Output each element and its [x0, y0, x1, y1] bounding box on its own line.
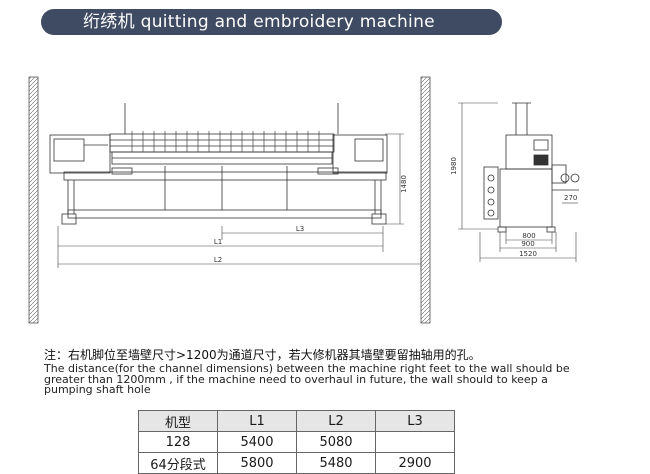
table-row: 128 5400 5080 — [138, 431, 455, 453]
side-view-machine — [483, 102, 580, 233]
table-cell: 2900 — [375, 452, 455, 474]
page-title: 绗绣机 quitting and embroidery machine — [41, 9, 502, 35]
dim-270-label: 270 — [564, 194, 577, 202]
table-cell: 128 — [138, 431, 218, 453]
table-header-row: 机型 L1 L2 L3 — [138, 410, 455, 432]
table-header-cell: L3 — [375, 410, 455, 432]
table-cell — [375, 431, 455, 453]
table-header-cell: L1 — [217, 410, 297, 432]
table-cell: 5800 — [217, 452, 297, 474]
side-height-label: 1980 — [450, 157, 458, 175]
table-header-cell: L2 — [296, 410, 376, 432]
dim-1520-label: 1520 — [519, 250, 537, 258]
table-cell: 64分段式 — [138, 452, 218, 474]
spec-table: 机型 L1 L2 L3 128 5400 5080 64分段式 5800 548… — [138, 410, 455, 474]
front-dimensions — [57, 133, 422, 270]
needle-heads — [131, 131, 320, 152]
dim-800-label: 800 — [522, 232, 535, 240]
dim-l2-label: L2 — [214, 256, 222, 264]
left-wall — [28, 76, 39, 324]
side-dimensions — [458, 102, 578, 262]
right-wall — [420, 76, 431, 324]
table-header-cell: 机型 — [138, 410, 218, 432]
note-english: The distance(for the channel dimensions)… — [44, 362, 570, 396]
table-cell: 5400 — [217, 431, 297, 453]
table-row: 64分段式 5800 5480 2900 — [138, 452, 455, 474]
table-cell: 5080 — [296, 431, 376, 453]
dim-l1-label: L1 — [214, 238, 222, 246]
front-height-label: 1480 — [400, 175, 408, 193]
dim-900-label: 900 — [521, 240, 534, 248]
dim-l3-label: L3 — [296, 225, 304, 233]
front-view-machine — [49, 103, 388, 225]
table-cell: 5480 — [296, 452, 376, 474]
note-chinese: 注：右机脚位至墙壁尺寸>1200为通道尺寸，若大修机器其墙壁要留抽轴用的孔。 — [44, 348, 481, 362]
